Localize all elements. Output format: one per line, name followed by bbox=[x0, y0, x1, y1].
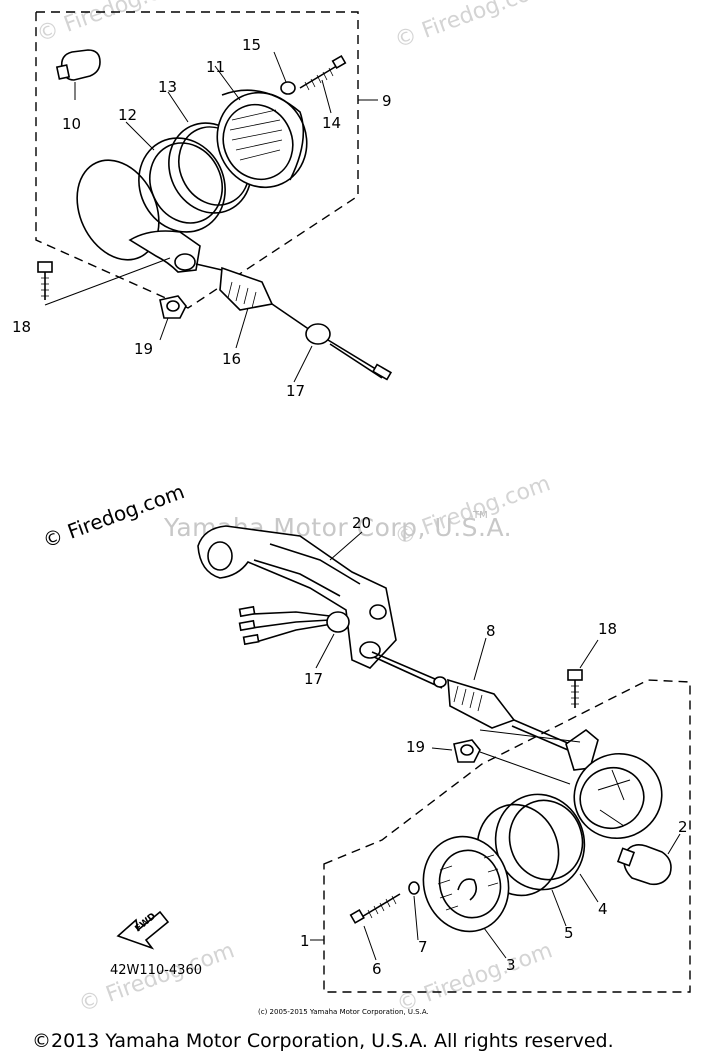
mounting-bracket-20 bbox=[197, 525, 397, 669]
washer-7 bbox=[408, 881, 420, 895]
callout-6: 6 bbox=[372, 960, 382, 978]
grommet-8 bbox=[447, 678, 516, 729]
callout-17-bottom: 17 bbox=[304, 670, 323, 688]
screw-14 bbox=[299, 54, 347, 91]
callout-1: 1 bbox=[300, 932, 310, 950]
callout-5: 5 bbox=[564, 924, 574, 942]
callout-16: 16 bbox=[222, 350, 241, 368]
callout-2: 2 bbox=[678, 818, 688, 836]
watermark-firedog-top-right: © Firedog.com bbox=[392, 0, 554, 54]
grommet-16 bbox=[219, 266, 274, 311]
lens-housing-11 bbox=[216, 89, 308, 189]
callout-18-bottom: 18 bbox=[598, 620, 617, 638]
callout-8: 8 bbox=[486, 622, 496, 640]
nut-19-bottom bbox=[453, 739, 571, 785]
nut-15 bbox=[280, 81, 296, 95]
lamp-bracket bbox=[128, 230, 201, 273]
copyright-line: ©2013 Yamaha Motor Corporation, U.S.A. A… bbox=[32, 1030, 614, 1052]
watermark-tm: TM bbox=[472, 510, 488, 521]
bolt-18 bbox=[37, 257, 171, 306]
bolt-18-bottom bbox=[479, 669, 583, 743]
callout-11: 11 bbox=[206, 58, 225, 76]
callout-19-top: 19 bbox=[134, 340, 153, 358]
forward-arrow-icon: FWD bbox=[116, 910, 170, 950]
small-copyright: (c) 2005-2015 Yamaha Motor Corporation, … bbox=[258, 1008, 429, 1016]
top-assembly-outline bbox=[35, 11, 359, 309]
diagram-part-number: 42W110-4360 bbox=[110, 963, 202, 978]
bulb-icon-2 bbox=[616, 844, 672, 886]
callout-4: 4 bbox=[598, 900, 608, 918]
callout-17-top: 17 bbox=[286, 382, 305, 400]
grommet-17 bbox=[305, 323, 331, 345]
bottom-assembly-outline bbox=[323, 679, 691, 993]
callout-13: 13 bbox=[158, 78, 177, 96]
grommet-17-bottom bbox=[326, 611, 350, 633]
bulb-icon bbox=[55, 49, 101, 100]
callout-10: 10 bbox=[62, 115, 81, 133]
bottom-assembly bbox=[197, 525, 691, 993]
lamp-body bbox=[565, 728, 663, 840]
screw-6 bbox=[349, 893, 401, 924]
callout-9: 9 bbox=[382, 92, 392, 110]
nut-19 bbox=[159, 295, 187, 319]
callout-3: 3 bbox=[506, 956, 516, 974]
gasket-ring-12 bbox=[138, 137, 226, 233]
callout-7: 7 bbox=[418, 938, 428, 956]
callout-19-bottom: 19 bbox=[406, 738, 425, 756]
watermark-firedog-top-left: © Firedog.com bbox=[34, 0, 196, 48]
top-assembly bbox=[35, 11, 393, 383]
callout-14: 14 bbox=[322, 114, 341, 132]
lens-3 bbox=[422, 835, 510, 933]
callout-15: 15 bbox=[242, 36, 261, 54]
callout-12: 12 bbox=[118, 106, 137, 124]
callout-18-top: 18 bbox=[12, 318, 31, 336]
callout-20: 20 bbox=[352, 514, 371, 532]
